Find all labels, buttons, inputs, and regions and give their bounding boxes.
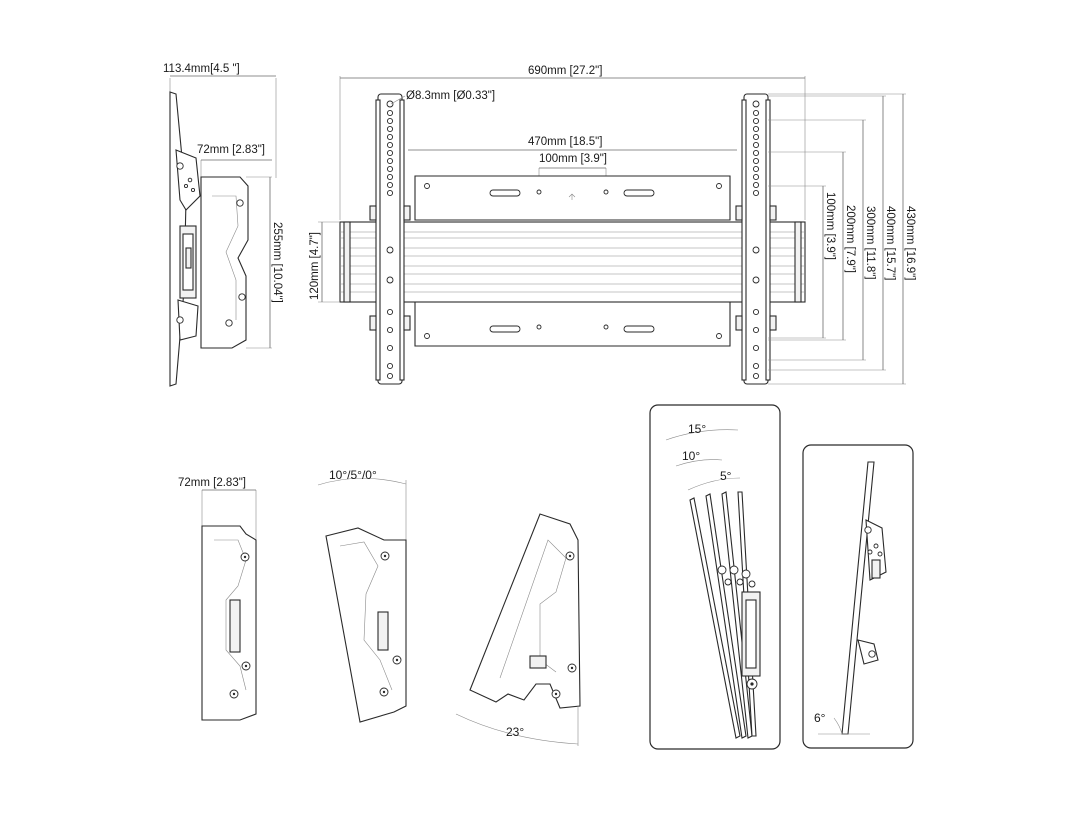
tilt-angle-label-10: 10° (682, 449, 700, 463)
front-right-arm-holes (752, 100, 760, 380)
tilt-panel-frame (649, 404, 781, 750)
tilt-angle-label-5: 5° (720, 469, 732, 483)
front-vertical-label-100: 100mm [3.9"] (824, 192, 836, 260)
bracket-depth-label: 72mm [2.83"] (178, 477, 246, 489)
front-lower-wall-plate (414, 299, 731, 347)
bracket-tilted-body (325, 527, 407, 723)
front-vertical-label-300: 300mm [11.8"] (864, 206, 876, 280)
side-bracket-depth-label: 72mm [2.83"] (197, 144, 265, 156)
side-panel: 6° (802, 444, 914, 749)
tilt-panel: 15° 10° 5° (649, 404, 781, 750)
bracket-extended-body (469, 513, 581, 709)
front-vertical-dimensions: 100mm [3.9"] 200mm [7.9"] 300mm [11.8"] … (768, 93, 916, 385)
front-left-arm-holes (386, 100, 394, 380)
bracket-extended-angle-label: 23° (506, 725, 524, 739)
bracket-view-upright: 72mm [2.83"] (178, 477, 257, 721)
side-panel-lower-hook (857, 639, 879, 665)
side-panel-angle-label: 6° (814, 711, 826, 725)
side-lower-hook (177, 299, 199, 341)
bracket-tilt-label: 10°/5°/0° (329, 468, 377, 482)
front-vertical-label-430: 430mm [16.9"] (904, 206, 916, 280)
front-view: 690mm [27.2"] 470mm [18.5"] 100mm [3.9"] (309, 65, 916, 385)
front-plate-width-label: 470mm [18.5"] (528, 136, 602, 148)
front-hole-spacing-label: 100mm [3.9"] (539, 153, 607, 165)
front-hole-diameter-label: Ø8.3mm [Ø0.33"] (406, 90, 495, 102)
side-panel-hook (865, 519, 887, 581)
front-upper-wall-plate (414, 175, 731, 221)
bracket-upright-body (201, 525, 257, 721)
front-vertical-label-200: 200mm [7.9"] (844, 205, 856, 273)
front-horizontal-rail (339, 221, 806, 303)
front-rail-height-label: 120mm [4.7"] (309, 232, 321, 300)
side-bracket-height-label: 255mm [10.04"] (271, 222, 283, 303)
side-view-top: 113.4mm[4.5 "] 72mm [2.83"] 255mm [10.04… (163, 63, 283, 387)
tilt-angle-label-15: 15° (688, 422, 706, 436)
bracket-view-tilted: 10°/5°/0° (317, 468, 407, 723)
side-depth-label: 113.4mm[4.5 "] (163, 63, 240, 75)
front-width-label: 690mm [27.2"] (528, 65, 602, 77)
bracket-view-extended: 23° (455, 513, 581, 746)
front-vertical-label-400: 400mm [15.7"] (884, 206, 896, 280)
